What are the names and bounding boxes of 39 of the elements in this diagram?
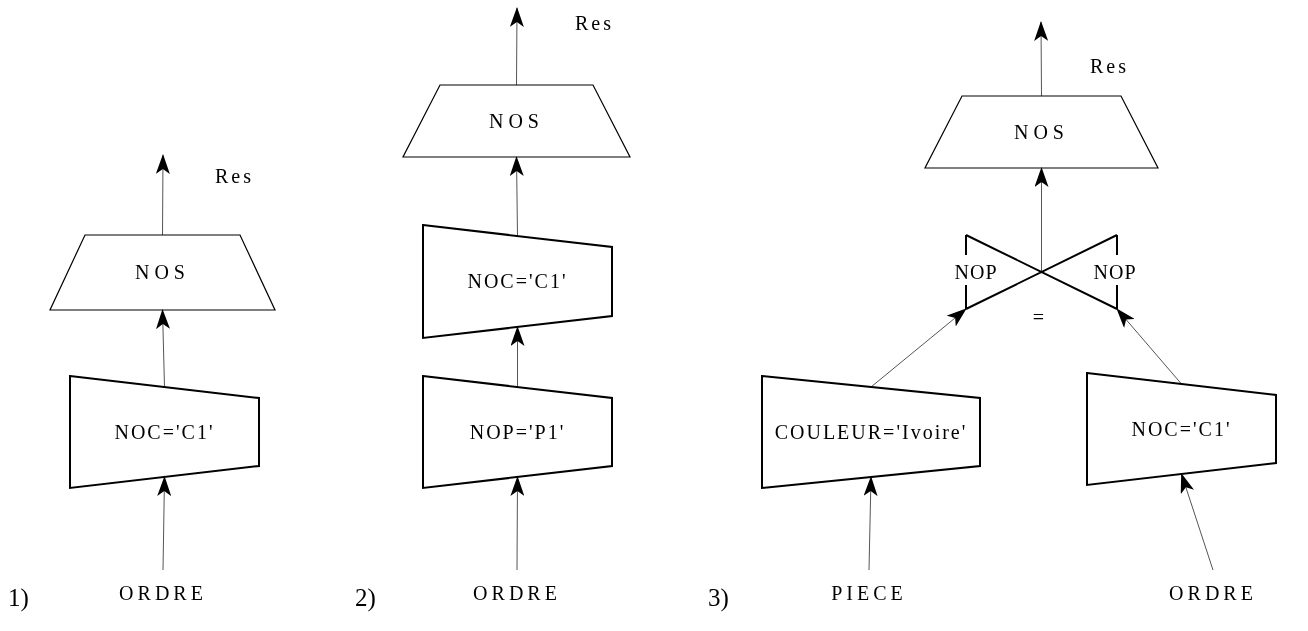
attribute-name: NOP xyxy=(954,260,998,284)
projection-trapezoid xyxy=(403,85,630,157)
arrow xyxy=(157,476,172,571)
operator-name: NOS xyxy=(1014,120,1069,144)
condition-text: NOP='P1' xyxy=(469,420,566,444)
join-operator: = xyxy=(1032,305,1046,329)
operator-name: NOS xyxy=(135,261,190,284)
projection-trapezoid xyxy=(925,96,1158,168)
arrow xyxy=(509,7,524,86)
arrow xyxy=(870,308,967,388)
condition-text: NOC='C1' xyxy=(114,420,215,444)
relation-name: ORDRE xyxy=(467,578,567,608)
arrow xyxy=(155,154,170,236)
arrow xyxy=(1034,167,1049,273)
diagram-number: 3) xyxy=(708,584,729,612)
diagram-number: 1) xyxy=(8,584,29,612)
relation-name: ORDRE xyxy=(113,578,213,608)
arrow xyxy=(156,309,170,388)
relation-name: ORDRE xyxy=(1163,578,1263,608)
projection-trapezoid xyxy=(50,235,275,310)
selection-trapezoid xyxy=(423,376,612,488)
arrow xyxy=(1116,308,1182,385)
arrow xyxy=(509,156,524,237)
arrow xyxy=(510,476,525,571)
selection-trapezoid xyxy=(1087,373,1276,485)
arrow xyxy=(1034,21,1049,97)
relation-name: PIECE xyxy=(819,578,919,608)
condition-text: NOC='C1' xyxy=(467,270,568,293)
arrow xyxy=(1180,473,1214,571)
diagram-number: 2) xyxy=(355,584,376,612)
arrow xyxy=(863,476,878,571)
operator-name: NOS xyxy=(489,109,544,133)
condition-text: COULEUR='Ivoire' xyxy=(774,420,968,444)
selection-trapezoid xyxy=(762,376,980,488)
condition-text: NOC='C1' xyxy=(1131,417,1232,441)
arrow xyxy=(510,326,525,388)
selection-trapezoid xyxy=(70,376,259,488)
attribute-name: NOP xyxy=(1093,260,1137,284)
selection-trapezoid xyxy=(423,225,612,338)
